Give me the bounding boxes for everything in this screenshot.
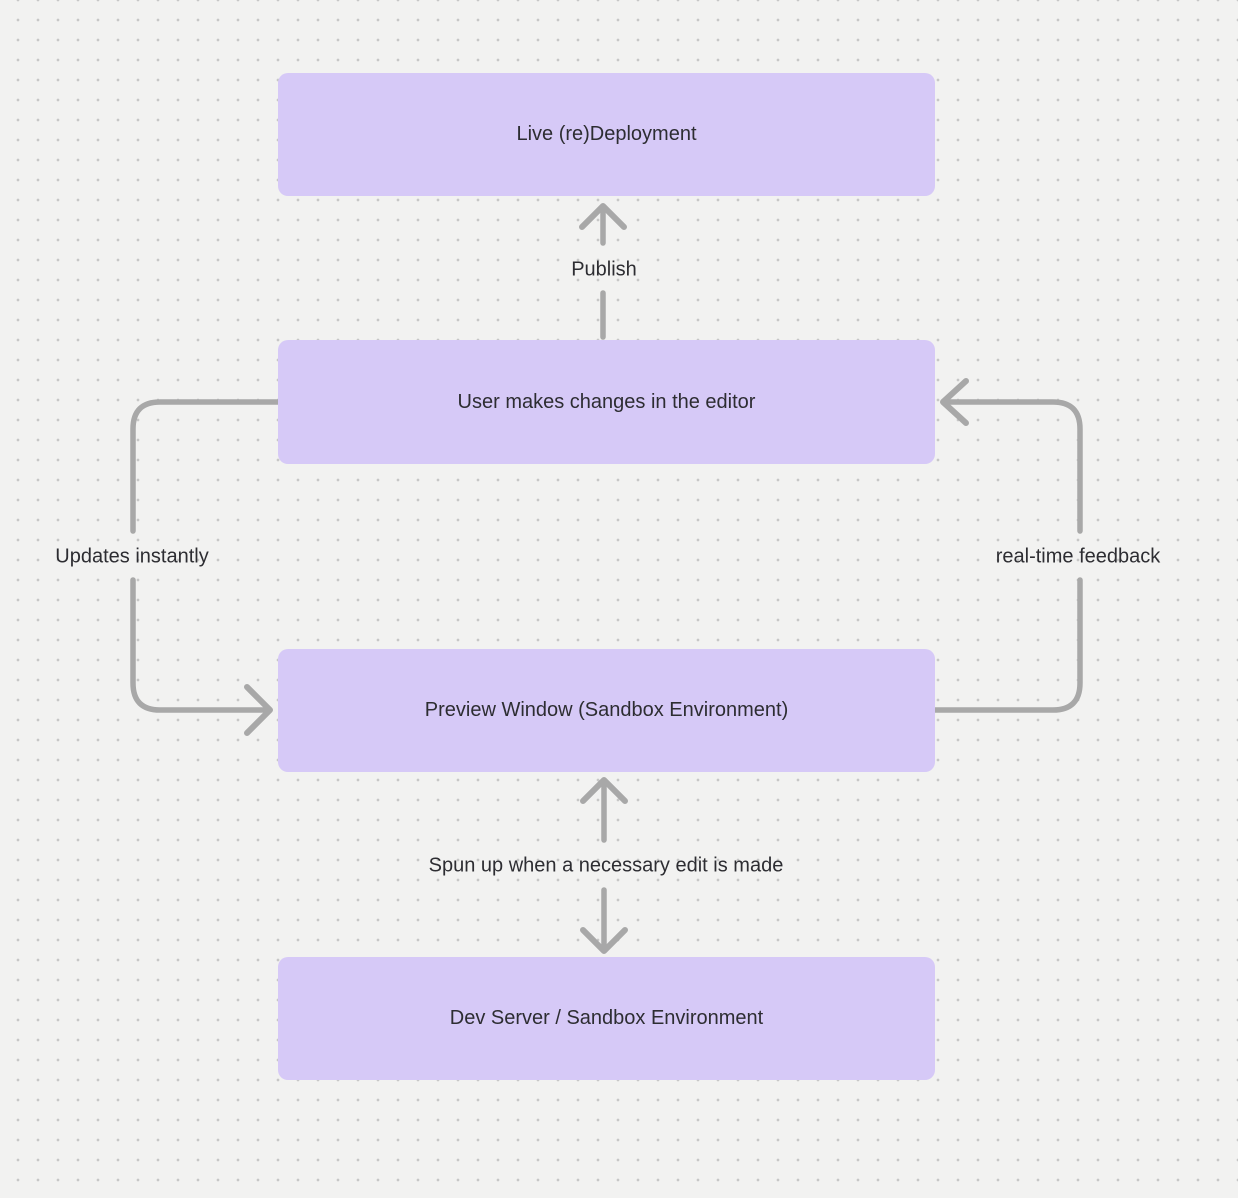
node-label: Live (re)Deployment	[516, 123, 697, 145]
node-live-redeployment: Live (re)Deployment	[278, 73, 935, 196]
node-label: Preview Window (Sandbox Environment)	[424, 699, 789, 721]
edge-label-updates-instantly: Updates instantly	[55, 545, 209, 568]
arrow-feedback-top-segment	[946, 399, 1083, 534]
edge-label-spun-up: Spun up when a necessary edit is made	[428, 854, 784, 877]
arrow-updates-bottom-segment	[130, 577, 267, 713]
arrowhead-up-icon	[580, 777, 628, 804]
arrow-updates-top-segment	[130, 399, 281, 534]
arrowhead-left-icon	[940, 378, 969, 426]
node-dev-server: Dev Server / Sandbox Environment	[278, 957, 935, 1080]
edge-label-publish: Publish	[571, 258, 637, 281]
edge-label-real-time-feedback: real-time feedback	[995, 545, 1161, 568]
arrow-feedback-bottom-segment	[932, 577, 1083, 713]
arrowhead-right-icon	[244, 684, 273, 736]
node-label: Dev Server / Sandbox Environment	[449, 1007, 764, 1029]
node-preview-window: Preview Window (Sandbox Environment)	[278, 649, 935, 772]
node-label: User makes changes in the editor	[457, 390, 756, 413]
arrowhead-up-icon	[579, 203, 627, 230]
node-user-makes-changes: User makes changes in the editor	[278, 340, 935, 464]
arrowhead-down-icon	[580, 927, 628, 954]
